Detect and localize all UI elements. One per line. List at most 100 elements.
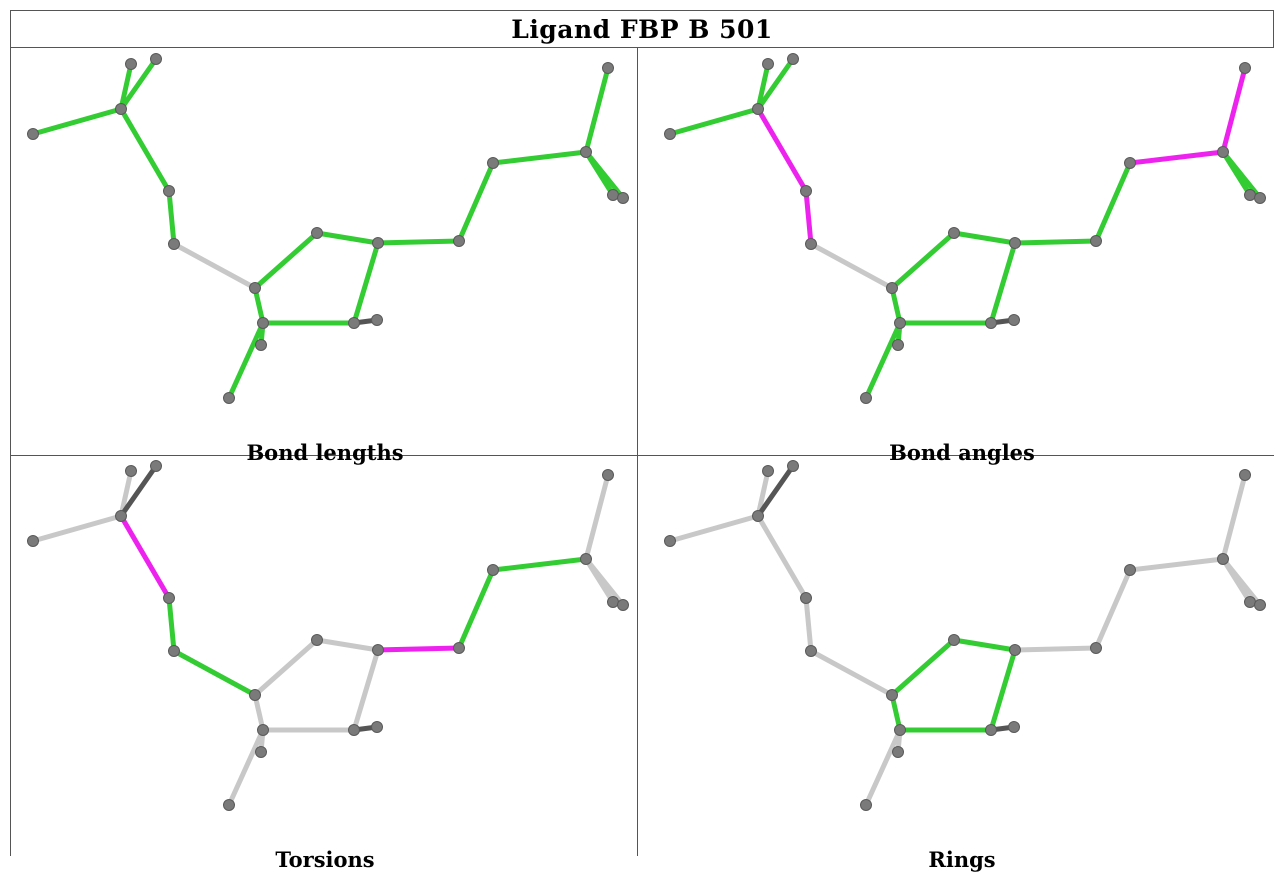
atom bbox=[348, 724, 360, 736]
atom bbox=[602, 62, 614, 74]
atom bbox=[1008, 314, 1020, 326]
atom bbox=[1124, 157, 1136, 169]
atom bbox=[664, 535, 676, 547]
atom bbox=[617, 599, 629, 611]
bond bbox=[314, 230, 381, 246]
bond bbox=[755, 61, 771, 112]
bond bbox=[351, 647, 381, 733]
molecule-rings bbox=[664, 460, 1266, 811]
atom bbox=[805, 645, 817, 657]
caption-torsions: Torsions bbox=[275, 847, 375, 872]
bond bbox=[118, 513, 172, 601]
bond bbox=[988, 240, 1018, 326]
atom bbox=[1244, 596, 1256, 608]
atom bbox=[1254, 599, 1266, 611]
atom bbox=[453, 235, 465, 247]
atom bbox=[580, 146, 592, 158]
atom bbox=[115, 103, 127, 115]
molecule-bond-lengths bbox=[27, 53, 629, 404]
bond bbox=[1220, 149, 1263, 201]
atom bbox=[372, 237, 384, 249]
bond bbox=[1093, 567, 1133, 651]
atom bbox=[150, 460, 162, 472]
atom bbox=[762, 465, 774, 477]
bond bbox=[1220, 472, 1248, 562]
panel-torsions: Torsions bbox=[11, 456, 639, 876]
bond bbox=[252, 637, 320, 698]
right-border bbox=[1273, 10, 1274, 48]
atom bbox=[787, 460, 799, 472]
bond bbox=[226, 320, 266, 401]
atom bbox=[371, 314, 383, 326]
atom bbox=[762, 58, 774, 70]
bond bbox=[1093, 160, 1133, 244]
caption-rings: Rings bbox=[928, 847, 996, 872]
bond bbox=[118, 106, 172, 194]
atom bbox=[223, 392, 235, 404]
caption-bond-lengths: Bond lengths bbox=[246, 440, 404, 465]
figure-frame: Ligand FBP B 501 Bond lengths Bond angle… bbox=[10, 10, 1274, 872]
bond bbox=[1012, 238, 1099, 246]
atom bbox=[311, 227, 323, 239]
bond bbox=[988, 647, 1018, 733]
bond bbox=[252, 230, 320, 291]
bond bbox=[456, 160, 496, 244]
panel-bond-lengths: Bond lengths bbox=[11, 49, 639, 469]
atom bbox=[150, 53, 162, 65]
atom bbox=[607, 189, 619, 201]
atom bbox=[255, 339, 267, 351]
atom bbox=[607, 596, 619, 608]
molecule-bond-angles bbox=[664, 53, 1266, 404]
atom bbox=[249, 282, 261, 294]
atom bbox=[617, 192, 629, 204]
bond bbox=[1127, 149, 1226, 166]
bond bbox=[351, 240, 381, 326]
atom bbox=[168, 238, 180, 250]
bond bbox=[30, 513, 124, 544]
atom bbox=[1090, 642, 1102, 654]
atom bbox=[371, 721, 383, 733]
atom bbox=[602, 469, 614, 481]
atom bbox=[1244, 189, 1256, 201]
bond bbox=[808, 241, 895, 291]
bond bbox=[755, 468, 771, 519]
atom bbox=[125, 58, 137, 70]
bond bbox=[375, 645, 462, 653]
bond bbox=[583, 472, 611, 562]
atom bbox=[255, 746, 267, 758]
bond bbox=[863, 727, 903, 808]
bond bbox=[490, 149, 589, 166]
left-border bbox=[10, 10, 11, 856]
atom bbox=[860, 392, 872, 404]
bond bbox=[667, 513, 761, 544]
bond bbox=[171, 241, 258, 291]
caption-bond-angles: Bond angles bbox=[889, 440, 1035, 465]
atom bbox=[487, 564, 499, 576]
bond bbox=[30, 106, 124, 137]
atom bbox=[1239, 469, 1251, 481]
bond bbox=[951, 637, 1018, 653]
atom bbox=[27, 128, 39, 140]
atom bbox=[886, 282, 898, 294]
bond bbox=[803, 188, 814, 247]
panel-rings: Rings bbox=[648, 456, 1276, 876]
atom bbox=[787, 53, 799, 65]
atom bbox=[1009, 644, 1021, 656]
atom bbox=[892, 339, 904, 351]
atom bbox=[1008, 721, 1020, 733]
middle-divider bbox=[10, 455, 1274, 456]
bond bbox=[889, 637, 957, 698]
atom bbox=[27, 535, 39, 547]
atom bbox=[163, 185, 175, 197]
bond bbox=[166, 595, 177, 654]
atom bbox=[800, 592, 812, 604]
bond bbox=[583, 65, 611, 155]
atom bbox=[985, 724, 997, 736]
atom bbox=[487, 157, 499, 169]
atom bbox=[115, 510, 127, 522]
atom bbox=[372, 644, 384, 656]
bond bbox=[803, 595, 814, 654]
bond bbox=[755, 106, 809, 194]
atom bbox=[1124, 564, 1136, 576]
atom bbox=[257, 317, 269, 329]
